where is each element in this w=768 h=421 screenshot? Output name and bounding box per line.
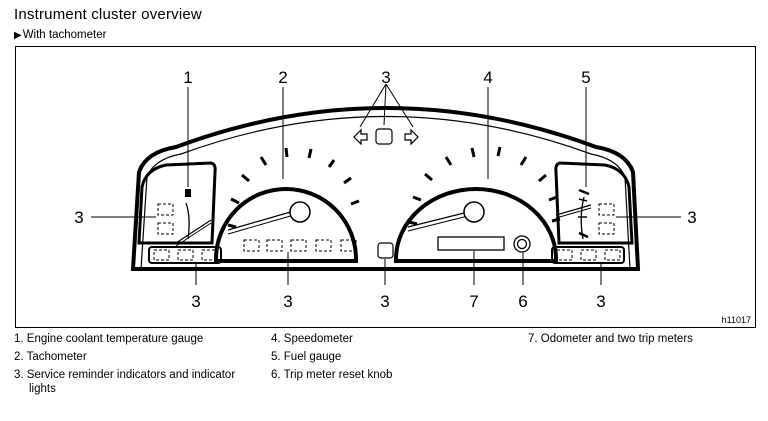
callout-4: 4 (483, 68, 492, 87)
callout-3-left: 3 (74, 208, 83, 227)
indicator-light-placeholder (604, 249, 621, 261)
indicator-light-placeholder (153, 249, 170, 261)
indicator-light-placeholder (266, 239, 283, 252)
tachometer-ticks (227, 147, 360, 229)
callout-2: 2 (278, 68, 287, 87)
indicator-light-placeholder (243, 239, 260, 252)
tachometer-needle (227, 210, 295, 231)
speedometer-hub (463, 201, 485, 223)
callout-3-bottom-tach: 3 (283, 292, 292, 311)
turn-left-arrow-icon (353, 128, 368, 146)
temperature-needle (175, 219, 212, 244)
indicator-light-placeholder (598, 222, 615, 235)
center-indicator-light (375, 128, 393, 145)
indicator-light-placeholder (556, 249, 573, 261)
indicator-light-placeholder (290, 239, 307, 252)
turn-right-arrow-icon (404, 128, 419, 146)
speedometer-ticks (408, 146, 561, 226)
callout-3-bottom-center: 3 (380, 292, 389, 311)
legend-item: 6. Trip meter reset knob (271, 369, 393, 381)
callout-3-top: 3 (381, 68, 390, 87)
fuel-scale-arc (580, 196, 585, 240)
trip-reset-knob-icon (513, 235, 531, 253)
temperature-scale-arc (185, 202, 190, 240)
subtitle-text: With tachometer (22, 29, 107, 41)
cluster-inner-frame (140, 115, 631, 270)
instrument-cluster-drawing: 1 2 3 4 5 3 3 3 3 3 7 6 3 (74, 68, 696, 311)
fuel-gauge-housing (554, 161, 634, 245)
legend-column-3: 7. Odometer and two trip meters (528, 332, 758, 350)
cluster-outer-frame (130, 106, 641, 271)
speedometer-needle (407, 211, 469, 228)
triangle-marker-icon: ▶ (14, 30, 22, 41)
callout-3-bottom-left: 3 (191, 292, 200, 311)
speedometer-dial (394, 187, 558, 263)
callout-leader-lines (91, 83, 681, 285)
callout-3-bottom-right: 3 (596, 292, 605, 311)
callout-6: 6 (518, 292, 527, 311)
indicator-light-placeholder (315, 239, 332, 252)
legend-item: 2. Tachometer (14, 351, 87, 363)
legend-column-1: 1. Engine coolant temperature gauge 2. T… (14, 332, 244, 400)
legend-item: 3. Service reminder indicators and indic… (14, 369, 236, 395)
callout-3-right: 3 (687, 208, 696, 227)
bottom-center-indicator-light (377, 242, 394, 259)
callout-7: 7 (469, 292, 478, 311)
indicator-light-placeholder (598, 203, 615, 216)
indicator-light-placeholder (580, 249, 597, 261)
temperature-gauge-housing (137, 161, 217, 245)
page-title: Instrument cluster overview (14, 6, 202, 23)
indicator-light-placeholder (201, 249, 218, 261)
callout-5: 5 (581, 68, 590, 87)
legend-item: 7. Odometer and two trip meters (528, 333, 693, 345)
callout-1: 1 (183, 68, 192, 87)
legend-item: 1. Engine coolant temperature gauge (14, 333, 204, 345)
temperature-hot-mark (185, 189, 191, 197)
indicator-light-placeholder (157, 222, 174, 235)
right-warning-strip (551, 246, 625, 264)
odometer-display (437, 236, 505, 251)
figure-id: h11017 (721, 315, 751, 325)
legend-item: 5. Fuel gauge (271, 351, 342, 363)
indicator-light-placeholder (340, 239, 357, 252)
fuel-needle (555, 204, 592, 216)
legend-item: 4. Speedometer (271, 333, 353, 345)
legend-column-2: 4. Speedometer 5. Fuel gauge 6. Trip met… (271, 332, 491, 386)
tachometer-dial (214, 187, 358, 263)
instrument-cluster-figure: 1 2 3 4 5 3 3 3 3 3 7 6 3 h11017 (15, 46, 756, 328)
indicator-light-placeholder (177, 249, 194, 261)
indicator-light-placeholder (157, 203, 174, 216)
left-warning-strip (148, 246, 222, 264)
tachometer-hub (289, 201, 311, 223)
page-subtitle: ▶With tachometer (14, 29, 106, 41)
